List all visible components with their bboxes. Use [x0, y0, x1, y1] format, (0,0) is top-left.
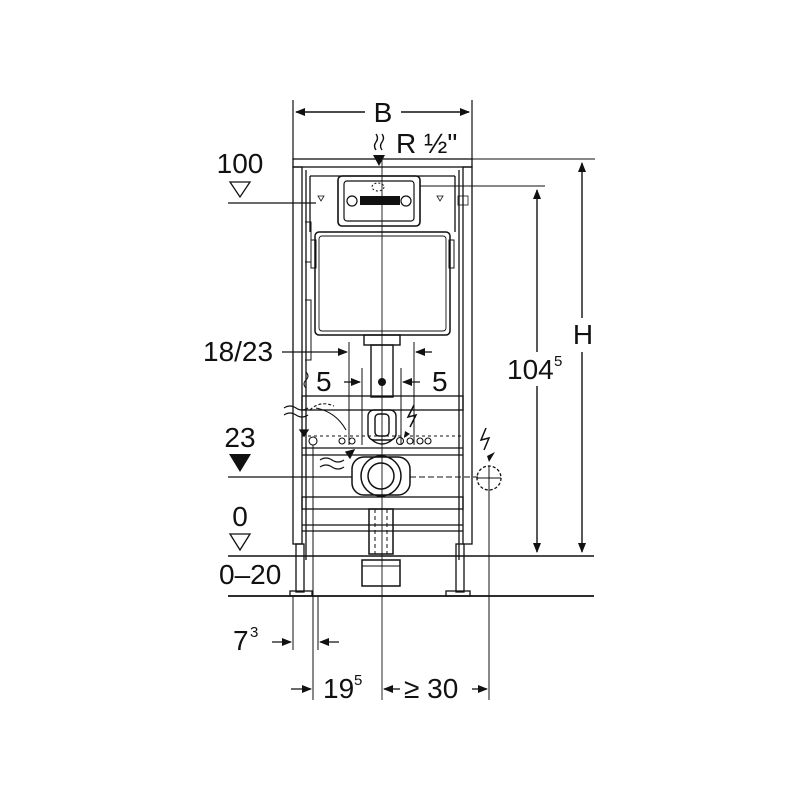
electric-icon — [479, 427, 491, 451]
floor-range-label: 0–20 — [219, 559, 281, 590]
socket-outline — [476, 427, 502, 491]
offset-left-label: 5 — [316, 366, 332, 397]
pan-connector — [351, 455, 411, 587]
pipe-offset-sup: 5 — [354, 672, 362, 689]
level-23-label: 23 — [224, 422, 255, 453]
water-icon-left — [283, 405, 310, 438]
connection-fittings — [302, 403, 463, 446]
min-distance-label: ≥ 30 — [404, 673, 458, 704]
height-main-sup: 5 — [554, 353, 562, 370]
reference-lines — [292, 445, 490, 700]
level-100-marker: 100 — [217, 148, 316, 204]
frame-span-dimension: 18/23 — [203, 336, 432, 445]
pipe-thread-label: R ½" — [396, 128, 457, 159]
height-dimension-h: H — [472, 158, 598, 553]
width-label: B — [374, 97, 393, 128]
water-icon-outlet — [319, 449, 356, 470]
height-h-label: H — [573, 319, 593, 350]
cistern-tank — [303, 221, 455, 389]
pipe-offset-label: 19 — [323, 673, 354, 704]
water-supply-callout: R ½" — [373, 128, 457, 166]
offset-right-label: 5 — [432, 366, 448, 397]
flush-plate: GEBERIT — [317, 175, 469, 227]
level-0-marker: 0 0–20 — [219, 501, 594, 597]
side-offset-label: 7 — [233, 625, 249, 656]
center-offsets: 5 5 — [316, 160, 448, 700]
bottom-dimensions: 19 5 ≥ 30 — [291, 672, 488, 704]
width-dimension: B — [292, 94, 473, 160]
brand-label: GEBERIT — [365, 199, 396, 206]
electric-icon-inner — [406, 404, 418, 428]
level-23-marker: 23 — [224, 422, 478, 478]
level-0-label: 0 — [232, 501, 248, 532]
side-offset-sup: 3 — [250, 624, 258, 641]
side-offset-dimension: 7 3 — [233, 624, 339, 656]
frame-span-label: 18/23 — [203, 336, 273, 367]
height-main-label: 104 — [507, 354, 554, 385]
height-dimension-104: 104 5 — [420, 185, 565, 553]
level-100-label: 100 — [217, 148, 264, 179]
